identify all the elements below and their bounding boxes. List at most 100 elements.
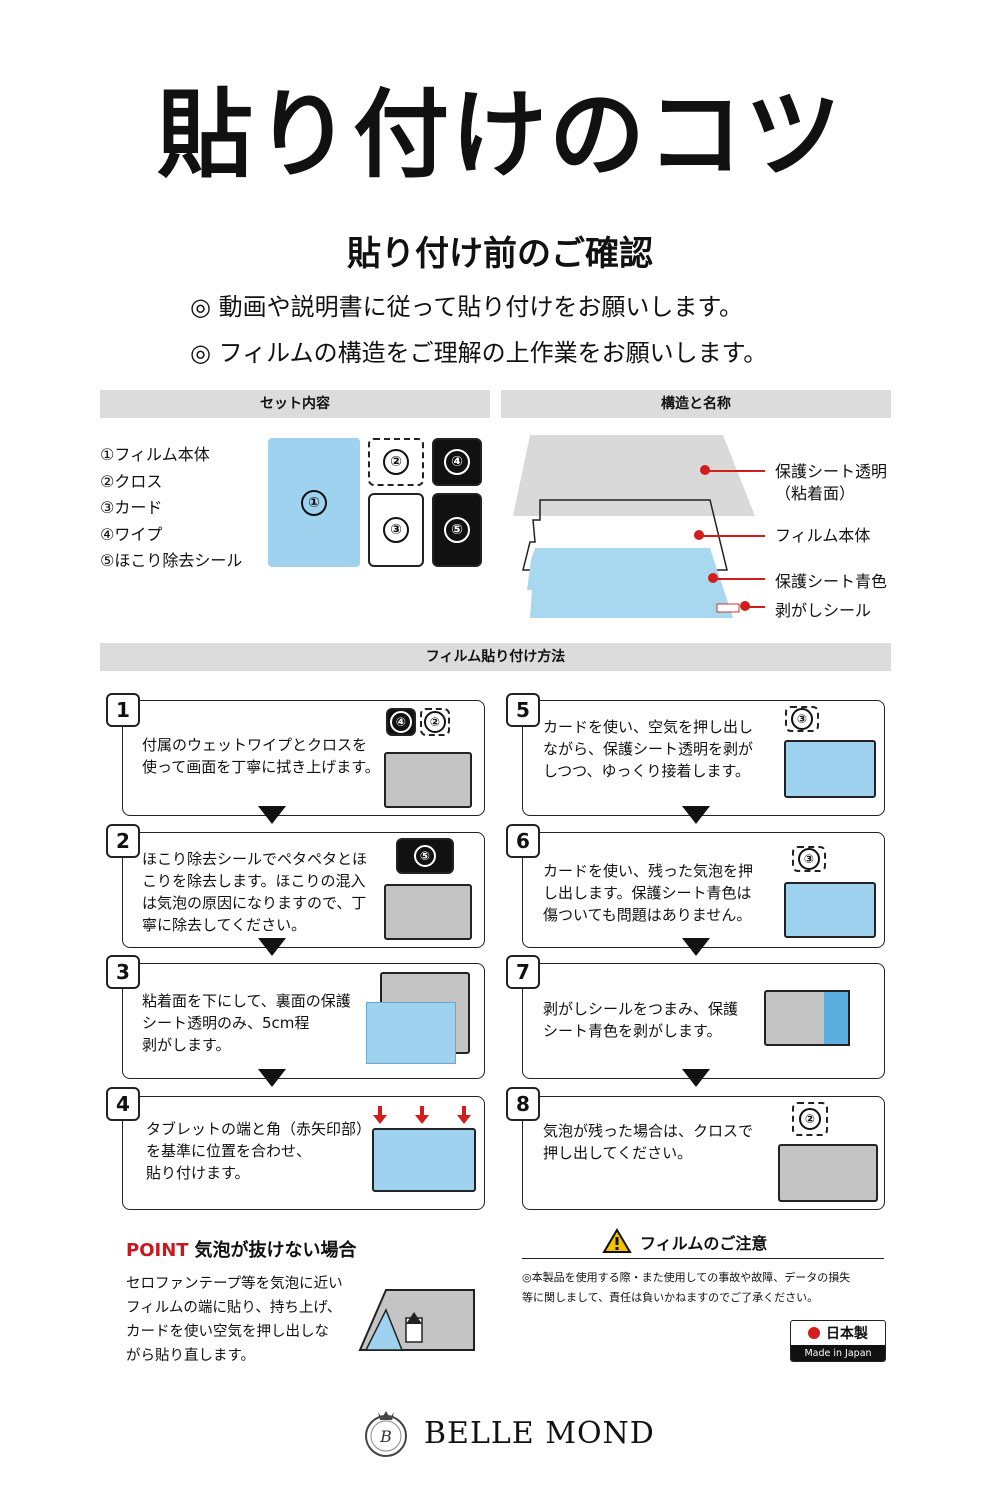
step-number: 7: [506, 955, 540, 989]
down-arrow-icon: [258, 1069, 286, 1087]
card-illustration: ③: [368, 493, 424, 567]
down-arrow-icon: [258, 938, 286, 956]
peel-tab-shape: [716, 603, 740, 613]
label-film-body: フィルム本体: [775, 526, 871, 545]
step-text-line: 気泡が残った場合は、クロスで: [543, 1122, 754, 1140]
point-label: POINT: [126, 1240, 189, 1261]
step-number: 2: [106, 824, 140, 858]
dust-sticker-illustration: ⑤: [432, 493, 482, 567]
step-text-line: 使って画面を丁寧に拭き上げます。: [142, 758, 380, 776]
step-tag-number: ②: [799, 1108, 821, 1130]
step-text-line: シート透明のみ、5cm程: [142, 1014, 310, 1032]
brand-name: BELLE MOND: [424, 1416, 655, 1451]
point-text-line: セロファンテープ等を気泡に近い: [126, 1276, 343, 1292]
step-text-line: タブレットの端と角（赤矢印部）: [146, 1120, 372, 1138]
film-body-illustration: ①: [268, 438, 360, 567]
step-tag-number: ③: [798, 848, 820, 870]
leader-line: [745, 606, 765, 608]
film-on-tablet-illustration: [372, 1128, 476, 1192]
note-line: ◎ 動画や説明書に従って貼り付けをお願いします。: [190, 293, 743, 321]
badge-main-text: 日本製: [826, 1326, 868, 1342]
step-tag: ②: [792, 1102, 828, 1136]
caution-text-line: 等に関しまして、責任は負いかねますのでご了承ください。: [522, 1291, 819, 1304]
step-text-line: 押し出してください。: [543, 1144, 693, 1162]
down-arrow-icon: [682, 938, 710, 956]
japan-flag-icon: [808, 1327, 820, 1339]
step-text: 剥がしシールをつまみ、保護 シート青色を剥がします。: [543, 998, 738, 1042]
badge-top: 日本製: [791, 1321, 885, 1345]
step-text: カードを使い、残った気泡を押 し出します。保護シート青色は 傷ついても問題はあり…: [543, 860, 753, 926]
set-contents-heading: セット内容: [100, 390, 490, 418]
step-text-line: し出します。保護シート青色は: [543, 884, 752, 902]
point-title: 気泡が抜けない場合: [194, 1240, 357, 1261]
step-tag: ③: [785, 706, 819, 732]
list-item: ①フィルム本体: [100, 445, 210, 464]
caution-text: ◎本製品を使用する際・また使用しての事故や故障、データの損失 等に関しまして、責…: [522, 1268, 894, 1308]
step-text: タブレットの端と角（赤矢印部） を基準に位置を合わせ、 貼り付けます。: [146, 1118, 371, 1184]
point-text-line: フィルムの端に貼り、持ち上げ、: [126, 1300, 342, 1316]
step-tag: ③: [792, 846, 826, 872]
step-tag: ②: [420, 708, 450, 736]
clear-protective-sheet-shape: [513, 435, 755, 516]
film-on-tablet-illustration: [784, 740, 876, 798]
blue-sheet-peeling-illustration: [824, 990, 850, 1046]
list-item: ③カード: [100, 498, 163, 517]
step-number: 6: [506, 824, 540, 858]
page-subtitle: 貼り付け前のご確認: [347, 234, 653, 274]
step-text-line: カードを使い、空気を押し出し: [543, 718, 754, 736]
step-tag-number: ⑤: [414, 845, 436, 867]
film-body-shape: [522, 499, 728, 571]
item-number: ①: [301, 489, 327, 516]
badge-sub-text: Made in Japan: [791, 1345, 885, 1361]
step-text-line: しつつ、ゆっくり接着します。: [543, 762, 751, 780]
step-text-line: シート青色を剥がします。: [543, 1022, 722, 1040]
method-heading: フィルム貼り付け方法: [100, 643, 891, 671]
label-clear-sheet: 保護シート透明: [775, 462, 888, 481]
step-number: 3: [106, 955, 140, 989]
brand-emblem-icon: B: [365, 1411, 407, 1457]
note-line: ◎ フィルムの構造をご理解の上作業をお願いします。: [190, 339, 768, 367]
item-number: ④: [444, 449, 470, 475]
point-text-line: カードを使い空気を押し出しな: [126, 1324, 329, 1340]
step-text-line: 付属のウェットワイプとクロスを: [142, 736, 368, 754]
step-text: 付属のウェットワイプとクロスを 使って画面を丁寧に拭き上げます。: [142, 734, 380, 778]
wipe-illustration: ④: [432, 438, 482, 486]
step-tag-number: ③: [791, 708, 813, 730]
step-text-line: 貼り付けます。: [146, 1164, 250, 1182]
caution-text-line: ◎本製品を使用する際・また使用しての事故や故障、データの損失: [522, 1271, 851, 1284]
step-text-line: 寧に除去してください。: [142, 916, 307, 934]
step-text: 気泡が残った場合は、クロスで 押し出してください。: [543, 1120, 753, 1164]
step-text-line: カードを使い、残った気泡を押: [543, 862, 754, 880]
emblem-letter: B: [379, 1427, 392, 1446]
step-text-line: 剥がします。: [142, 1036, 231, 1054]
step-tag-number: ②: [424, 711, 446, 733]
down-arrow-icon: [682, 806, 710, 824]
blue-protective-sheet-shape: [527, 548, 733, 618]
label-blue-sheet: 保護シート青色: [775, 572, 888, 591]
item-number: ②: [383, 449, 409, 475]
structure-diagram: [513, 435, 755, 618]
leader-line: [713, 578, 765, 580]
step-text-line: 傷ついても問題はありません。: [543, 906, 752, 924]
point-text-line: がら貼り直します。: [126, 1348, 256, 1364]
item-number: ⑤: [444, 517, 470, 543]
step-number: 8: [506, 1087, 540, 1121]
step-text: ほこり除去シールでペタペタとほ こりを除去します。ほこりの混入 は気泡の原因にな…: [142, 848, 367, 936]
label-peel-sticker: 剥がしシール: [775, 601, 872, 620]
list-item: ④ワイプ: [100, 524, 163, 544]
leader-line: [699, 535, 765, 537]
reapply-illustration: [358, 1289, 475, 1351]
step-tag: ④: [386, 708, 416, 736]
film-on-tablet-illustration: [784, 882, 876, 938]
structure-heading: 構造と名称: [501, 390, 891, 418]
leader-line: [705, 470, 765, 472]
cloth-illustration: ②: [368, 438, 424, 486]
tablet-screen-illustration: [384, 884, 472, 940]
warning-icon: [602, 1228, 632, 1253]
step-text-line: ほこり除去シールでペタペタとほ: [142, 850, 368, 868]
page-title: 貼り付けのコツ: [157, 79, 843, 191]
caution-title: フィルムのご注意: [640, 1234, 768, 1253]
step-text-line: こりを除去します。ほこりの混入: [142, 872, 366, 890]
red-arrows-icon: [373, 1106, 471, 1124]
